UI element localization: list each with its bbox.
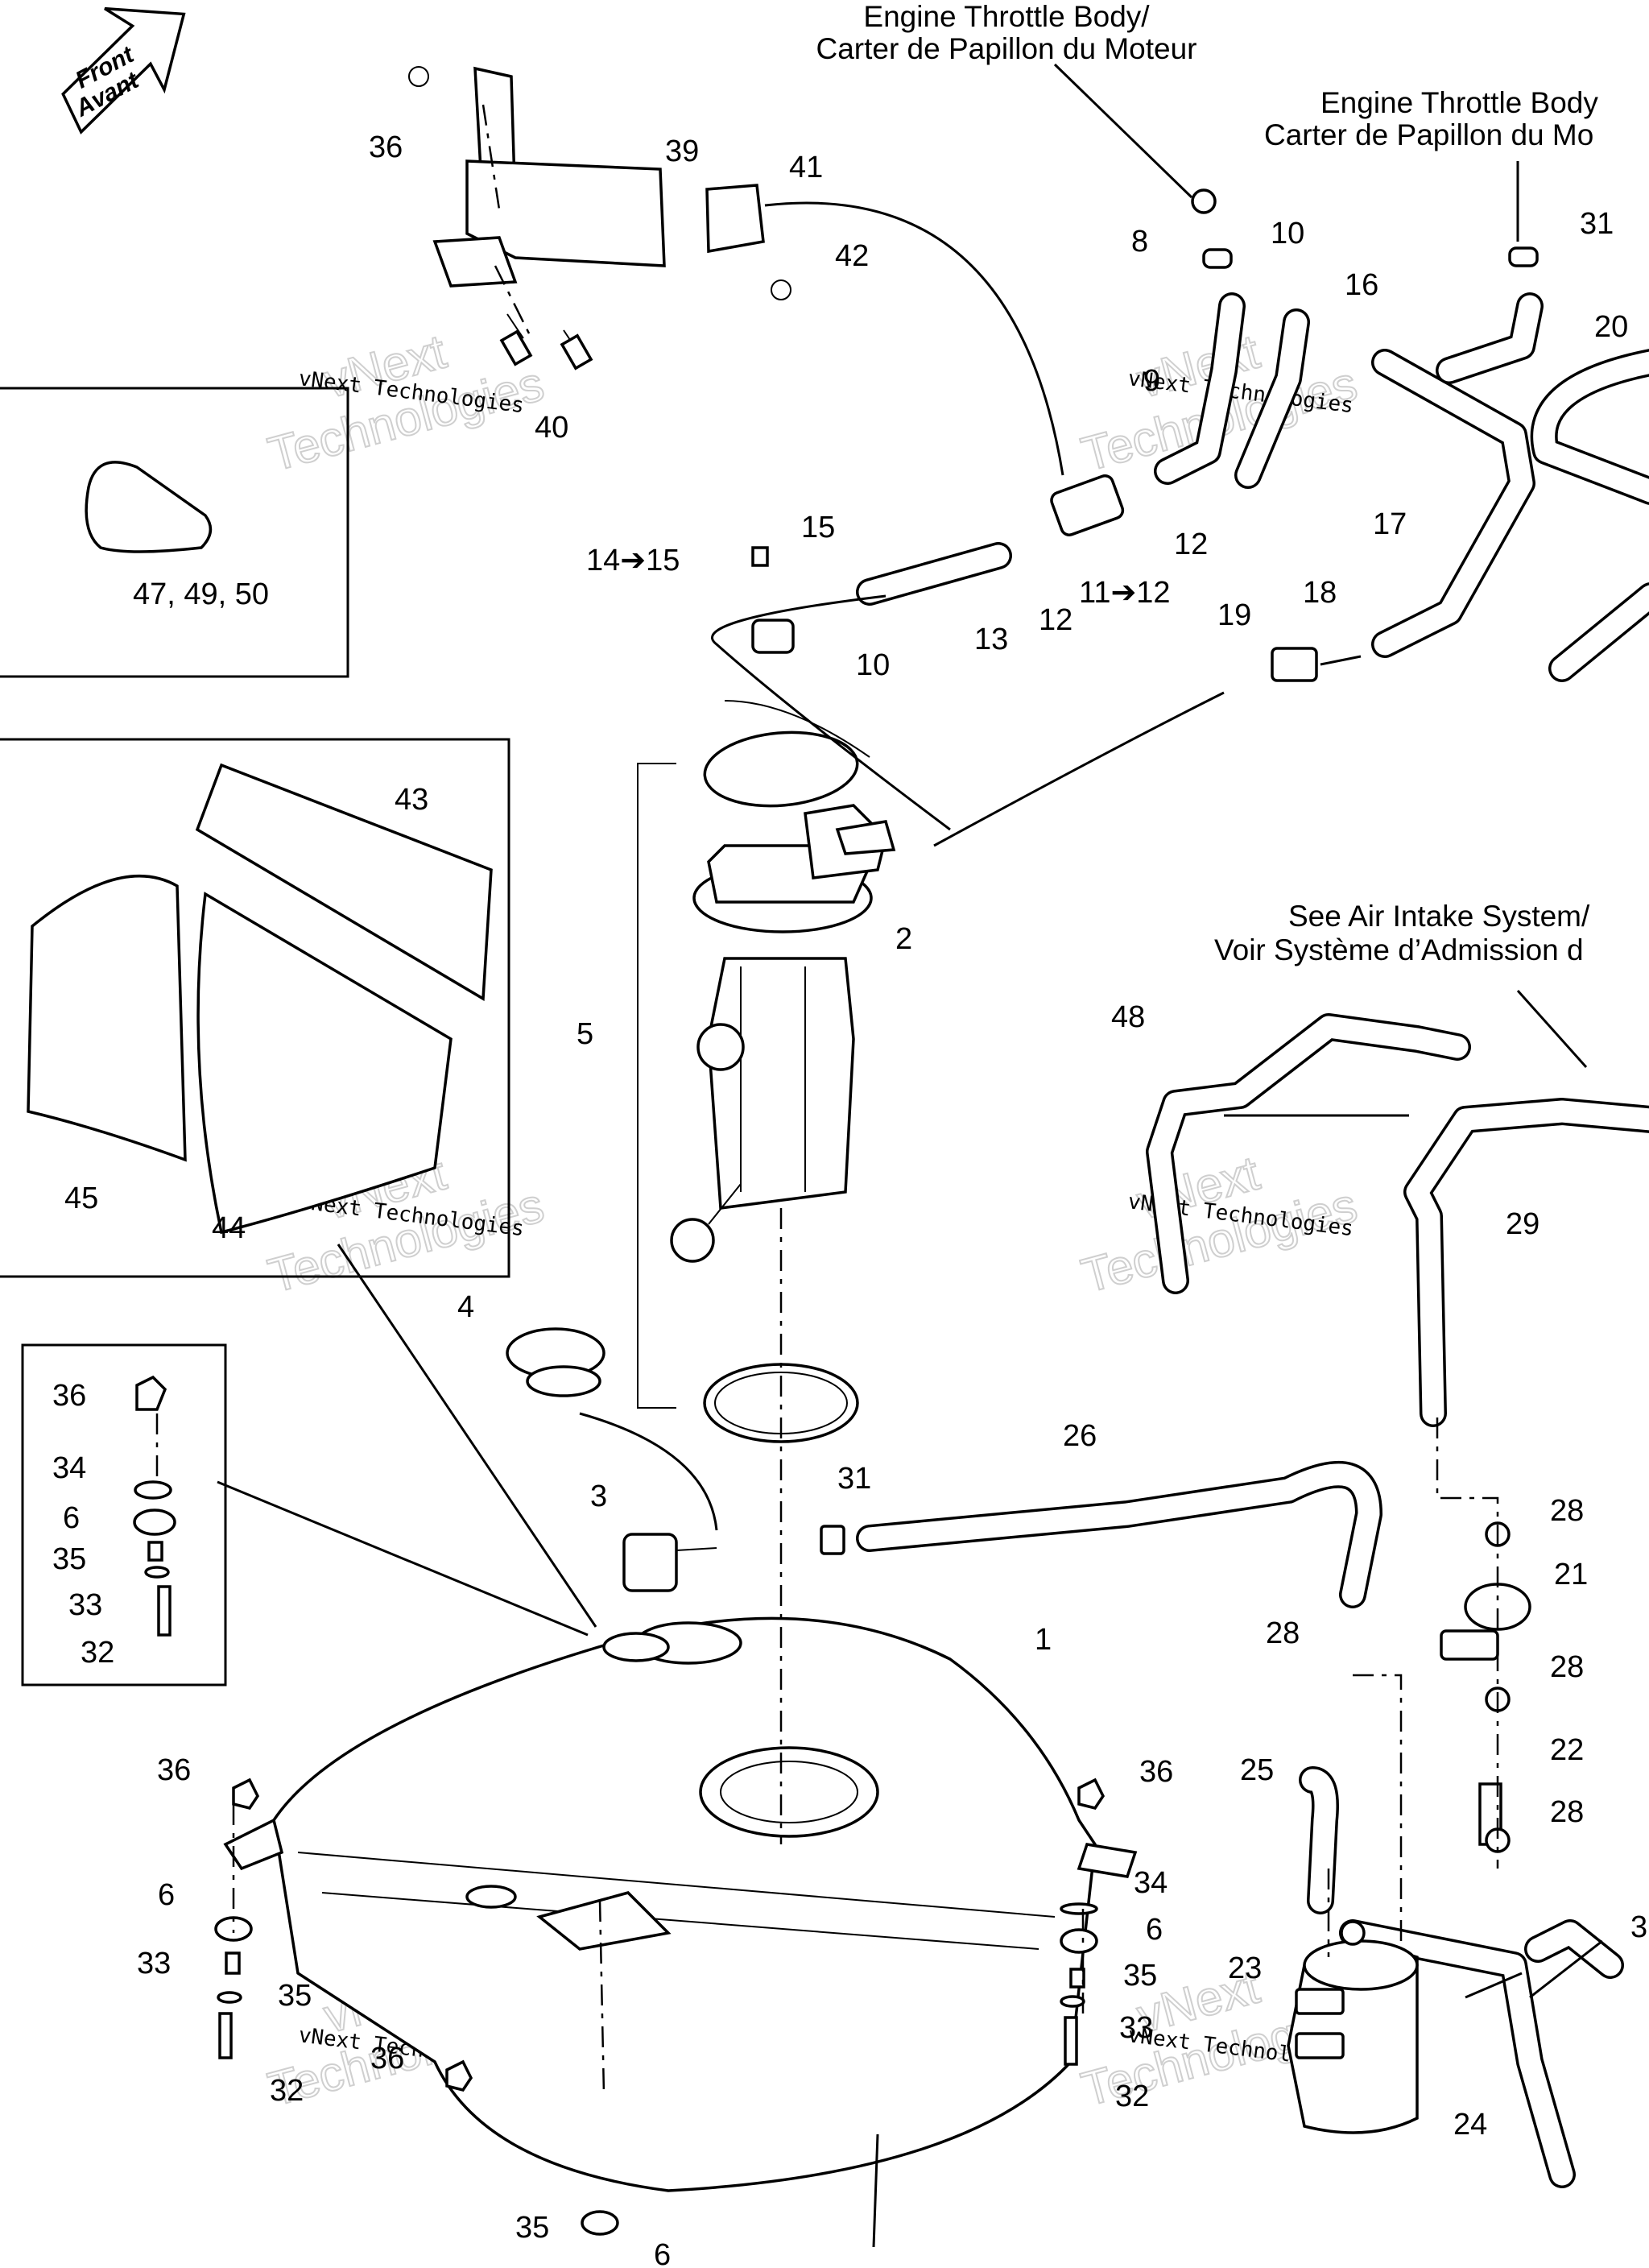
callout-28: 28 (1266, 1616, 1300, 1650)
callout-33: 33 (1119, 2011, 1153, 2045)
callout-48: 48 (1111, 1000, 1145, 1034)
callout-36: 36 (370, 2042, 404, 2076)
callout-14-15: 14➔15 (586, 544, 680, 577)
callout-42: 42 (835, 239, 869, 273)
callout-33: 33 (68, 1588, 102, 1622)
callout-10: 10 (856, 648, 890, 682)
callout-22: 22 (1550, 1733, 1584, 1767)
callout-9: 9 (1143, 364, 1160, 398)
callout-28: 28 (1550, 1650, 1584, 1684)
bracket-part-5 (637, 763, 676, 1409)
charcoal-canister (1287, 1920, 1419, 2134)
callout-12: 12 (1174, 528, 1208, 561)
callout-24: 24 (1453, 2108, 1487, 2142)
callout-6: 6 (1146, 1913, 1163, 1947)
callout-25: 25 (1240, 1753, 1274, 1787)
callout-11-12: 11➔12 (1079, 576, 1171, 610)
callout-43: 43 (395, 783, 428, 817)
callout-36: 36 (369, 130, 403, 164)
callout-2: 2 (895, 922, 912, 956)
callout-32: 32 (1115, 2080, 1149, 2113)
callout-35: 35 (1123, 1959, 1157, 1993)
callout-35: 35 (278, 1979, 312, 2013)
inset-box-heatshields (0, 738, 510, 1278)
callout-28: 28 (1550, 1494, 1584, 1528)
callout-36: 36 (52, 1379, 86, 1413)
callout-35: 35 (52, 1542, 86, 1576)
callout-40: 40 (535, 411, 568, 445)
callout-32: 32 (81, 1636, 114, 1670)
throttle-heading-2-line2: Carter de Papillon du Mo (1264, 118, 1593, 151)
callout-8: 8 (1131, 225, 1148, 259)
callout-34: 34 (1134, 1866, 1168, 1900)
callout-34: 34 (52, 1451, 86, 1485)
callout-36: 36 (1139, 1755, 1173, 1789)
callout-1: 1 (1035, 1623, 1052, 1657)
callout-6: 6 (158, 1878, 175, 1912)
front-arrow: Front Avant (61, 6, 186, 135)
callout-3: 3 (590, 1480, 607, 1513)
callout-20: 20 (1594, 310, 1628, 344)
callout-4: 4 (457, 1290, 474, 1324)
callout-28: 28 (1550, 1795, 1584, 1829)
callout-33: 33 (137, 1947, 171, 1980)
callout-6: 6 (63, 1501, 80, 1535)
check-valve (1440, 1521, 1531, 1853)
callout-16: 16 (1345, 268, 1378, 302)
mounting-hardware (133, 1375, 1106, 2236)
callout-36: 36 (157, 1753, 191, 1787)
leader-lines (217, 63, 1603, 2248)
clamp-47 (85, 461, 213, 553)
inset-box-mount-hardware (21, 1343, 227, 1687)
heat-shields (27, 763, 493, 1235)
callout-6: 6 (654, 2238, 671, 2268)
centerlines (155, 104, 1499, 2095)
filler-neck (622, 1533, 717, 1592)
air-intake-heading-line1: See Air Intake System/ (1288, 900, 1590, 933)
bracket-39-group (408, 66, 791, 370)
throttle-heading-2-line1: Engine Throttle Body (1320, 86, 1598, 119)
callout-10: 10 (1271, 217, 1304, 250)
callout-31: 31 (837, 1462, 871, 1496)
callout-26: 26 (1063, 1419, 1097, 1453)
fuel-cap (506, 1327, 605, 1397)
callout-29: 29 (1506, 1207, 1539, 1241)
air-intake-heading-line2: Voir Système d’Admission d (1214, 933, 1584, 966)
callout-35: 35 (515, 2211, 549, 2245)
fuel-pump-assembly (670, 700, 896, 1263)
callout-17: 17 (1373, 507, 1407, 541)
callout-13: 13 (974, 623, 1008, 656)
callout-44: 44 (212, 1211, 246, 1245)
callout-5: 5 (577, 1017, 593, 1051)
callout-18: 18 (1303, 576, 1337, 610)
callout-19: 19 (1217, 598, 1251, 632)
callout-47-49-50: 47, 49, 50 (133, 577, 269, 611)
callout-12: 12 (1039, 603, 1072, 637)
callout-15: 15 (801, 511, 835, 544)
vent-hoses (820, 1013, 1649, 2188)
throttle-heading-1-line1: Engine Throttle Body/ (863, 0, 1150, 33)
callout-45: 45 (64, 1182, 98, 1215)
callout-31: 31 (1580, 207, 1614, 241)
fuel-lines-top (751, 188, 1649, 682)
callout-21: 21 (1554, 1558, 1588, 1591)
callout-labels: 36 39 41 42 40 8 10 16 31 20 9 17 15 14➔… (52, 130, 1647, 2268)
inset-box-clamp (0, 387, 349, 678)
callout-41: 41 (789, 151, 823, 184)
callout-32: 32 (270, 2074, 304, 2108)
fuel-tank (223, 1616, 1138, 2192)
callout-23: 23 (1228, 1951, 1262, 1985)
callout-39: 39 (665, 135, 699, 168)
callout-3-partial: 3 (1630, 1910, 1647, 1944)
throttle-heading-1-line2: Carter de Papillon du Moteur (816, 32, 1196, 65)
